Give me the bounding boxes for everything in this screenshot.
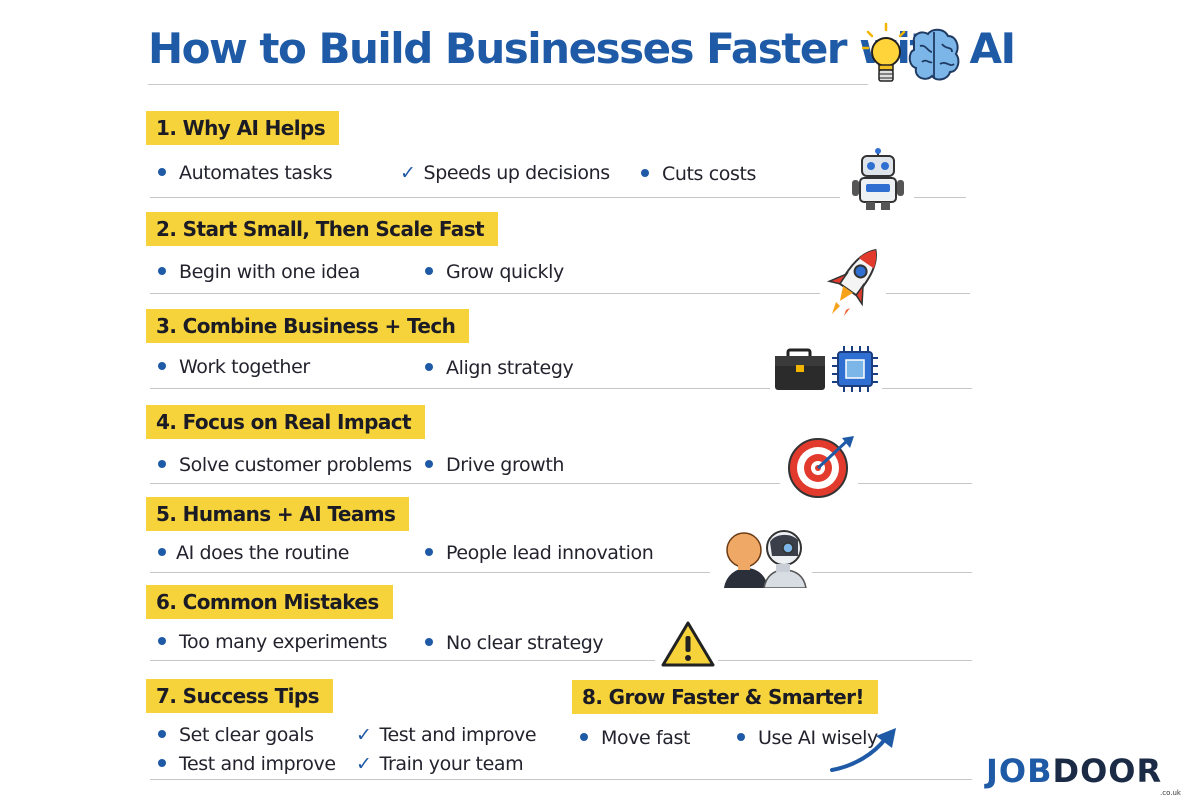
- check-icon: ✓: [400, 162, 416, 184]
- list-item: ✓Train your team: [356, 753, 524, 775]
- target-icon: [788, 436, 854, 498]
- list-item: Begin with one idea: [158, 259, 360, 285]
- section-divider: [150, 388, 770, 389]
- list-item: Drive growth: [425, 452, 564, 478]
- section-divider: [858, 483, 972, 484]
- section-divider: [150, 572, 710, 573]
- list-item: Too many experiments: [158, 629, 388, 655]
- chip-icon: [832, 346, 878, 392]
- list-item: People lead innovation: [425, 540, 654, 566]
- check-icon: ✓: [356, 753, 372, 775]
- bullet-icon: [158, 758, 166, 767]
- section-heading-grow-faster: 8. Grow Faster & Smarter!: [572, 680, 878, 714]
- growth-arrow-icon: [830, 728, 896, 772]
- bullet-icon: [425, 362, 433, 371]
- bullet-icon: [425, 266, 433, 275]
- brain-icon: [908, 28, 960, 81]
- list-item: No clear strategy: [425, 630, 604, 656]
- list-item: AI does the routine: [158, 540, 350, 566]
- bullet-icon: [158, 547, 166, 556]
- jobdoor-logo: JOBDOOR: [986, 752, 1163, 790]
- logo-domain-suffix: .co.uk: [1160, 789, 1181, 797]
- section-divider: [886, 293, 970, 294]
- list-item: Set clear goals: [158, 722, 314, 748]
- section-divider: [718, 660, 972, 661]
- section-divider: [882, 388, 972, 389]
- title-illustration: [862, 22, 960, 82]
- section-divider: [150, 779, 972, 780]
- section-divider: [812, 572, 972, 573]
- rocket-icon: [826, 248, 877, 316]
- bullet-icon: [158, 459, 166, 468]
- bullet-icon: [158, 266, 166, 275]
- list-item: Use AI wisely: [737, 725, 878, 751]
- bullet-icon: [425, 547, 433, 556]
- robot-head-icon: [763, 530, 807, 588]
- section-heading-success-tips: 7. Success Tips: [146, 679, 333, 713]
- section-heading-start-small: 2. Start Small, Then Scale Fast: [146, 212, 498, 246]
- section-divider: [150, 293, 820, 294]
- list-item: ✓Test and improve: [356, 724, 537, 746]
- list-item: Move fast: [580, 725, 690, 751]
- human-head-icon: [724, 532, 768, 588]
- lightbulb-icon: [862, 22, 906, 82]
- check-icon: ✓: [356, 724, 372, 746]
- list-item: Align strategy: [425, 355, 574, 381]
- section-divider: [150, 660, 655, 661]
- list-item: Test and improve: [158, 751, 336, 777]
- section-heading-humans-ai: 5. Humans + AI Teams: [146, 497, 410, 531]
- section-heading-combine: 3. Combine Business + Tech: [146, 309, 470, 343]
- bullet-icon: [641, 168, 649, 177]
- list-item: ✓Speeds up decisions: [400, 162, 610, 184]
- section-divider: [150, 483, 780, 484]
- bullet-icon: [158, 636, 166, 645]
- title-divider: [148, 84, 868, 85]
- bullet-icon: [158, 729, 166, 738]
- warning-icon: [661, 621, 715, 667]
- robot-icon: [852, 148, 904, 210]
- section-heading-mistakes: 6. Common Mistakes: [146, 585, 393, 619]
- section-divider: [914, 197, 966, 198]
- section-divider: [150, 197, 840, 198]
- section-heading-why-ai: 1. Why AI Helps: [146, 111, 340, 145]
- human-ai-illustration: [724, 530, 807, 588]
- list-item: Automates tasks: [158, 160, 333, 186]
- list-item: Work together: [158, 354, 310, 380]
- bullet-icon: [425, 637, 433, 646]
- bullet-icon: [737, 732, 745, 741]
- list-item: Grow quickly: [425, 259, 564, 285]
- bullet-icon: [425, 459, 433, 468]
- briefcase-icon: [775, 346, 878, 392]
- bullet-icon: [580, 732, 588, 741]
- bullet-icon: [158, 167, 166, 176]
- list-item: Cuts costs: [641, 161, 756, 187]
- section-heading-impact: 4. Focus on Real Impact: [146, 405, 425, 439]
- bullet-icon: [158, 361, 166, 370]
- page-title: How to Build Businesses Faster with AI: [148, 24, 1016, 73]
- list-item: Solve customer problems: [158, 452, 412, 478]
